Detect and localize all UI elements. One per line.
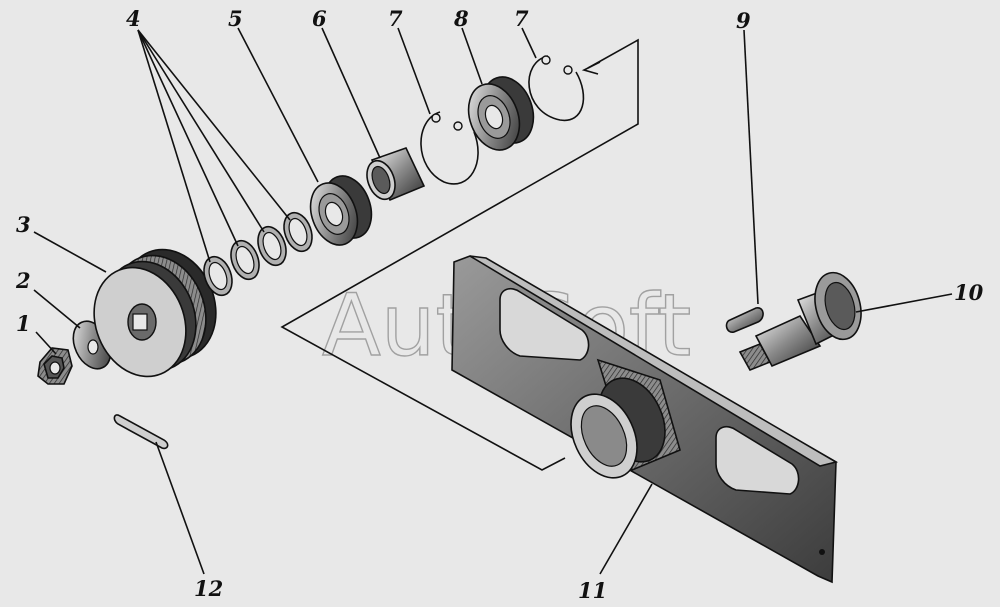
callout-11: 11 — [578, 578, 607, 603]
callout-7-left: 7 — [388, 6, 403, 31]
key — [725, 307, 764, 333]
pulley — [93, 248, 217, 378]
mounting-bracket — [451, 255, 839, 584]
callout-5: 5 — [228, 6, 243, 31]
assembly-bracket — [280, 38, 639, 471]
callout-3: 3 — [16, 212, 31, 237]
callout-7-right: 7 — [514, 6, 529, 31]
callout-2: 2 — [15, 268, 31, 293]
callout-4: 4 — [126, 6, 141, 31]
retaining-ring-left — [420, 111, 479, 185]
callout-labels: 1 2 3 4 5 6 7 8 7 9 10 11 12 — [15, 6, 984, 603]
callout-10: 10 — [954, 280, 984, 305]
ball-bearing-front — [309, 175, 373, 246]
castle-nut — [37, 347, 73, 385]
callout-9: 9 — [736, 8, 751, 33]
callout-12: 12 — [194, 576, 223, 601]
callout-6: 6 — [312, 6, 327, 31]
ball-bearing-rear — [467, 76, 535, 151]
spacer-sleeve — [366, 147, 426, 202]
cotter-pin — [113, 414, 169, 450]
shaft — [738, 271, 862, 372]
callout-8: 8 — [453, 6, 469, 31]
shim-rings — [203, 211, 313, 297]
retaining-ring-right — [528, 55, 585, 121]
callout-1: 1 — [16, 311, 31, 336]
leader-lines — [33, 27, 953, 575]
